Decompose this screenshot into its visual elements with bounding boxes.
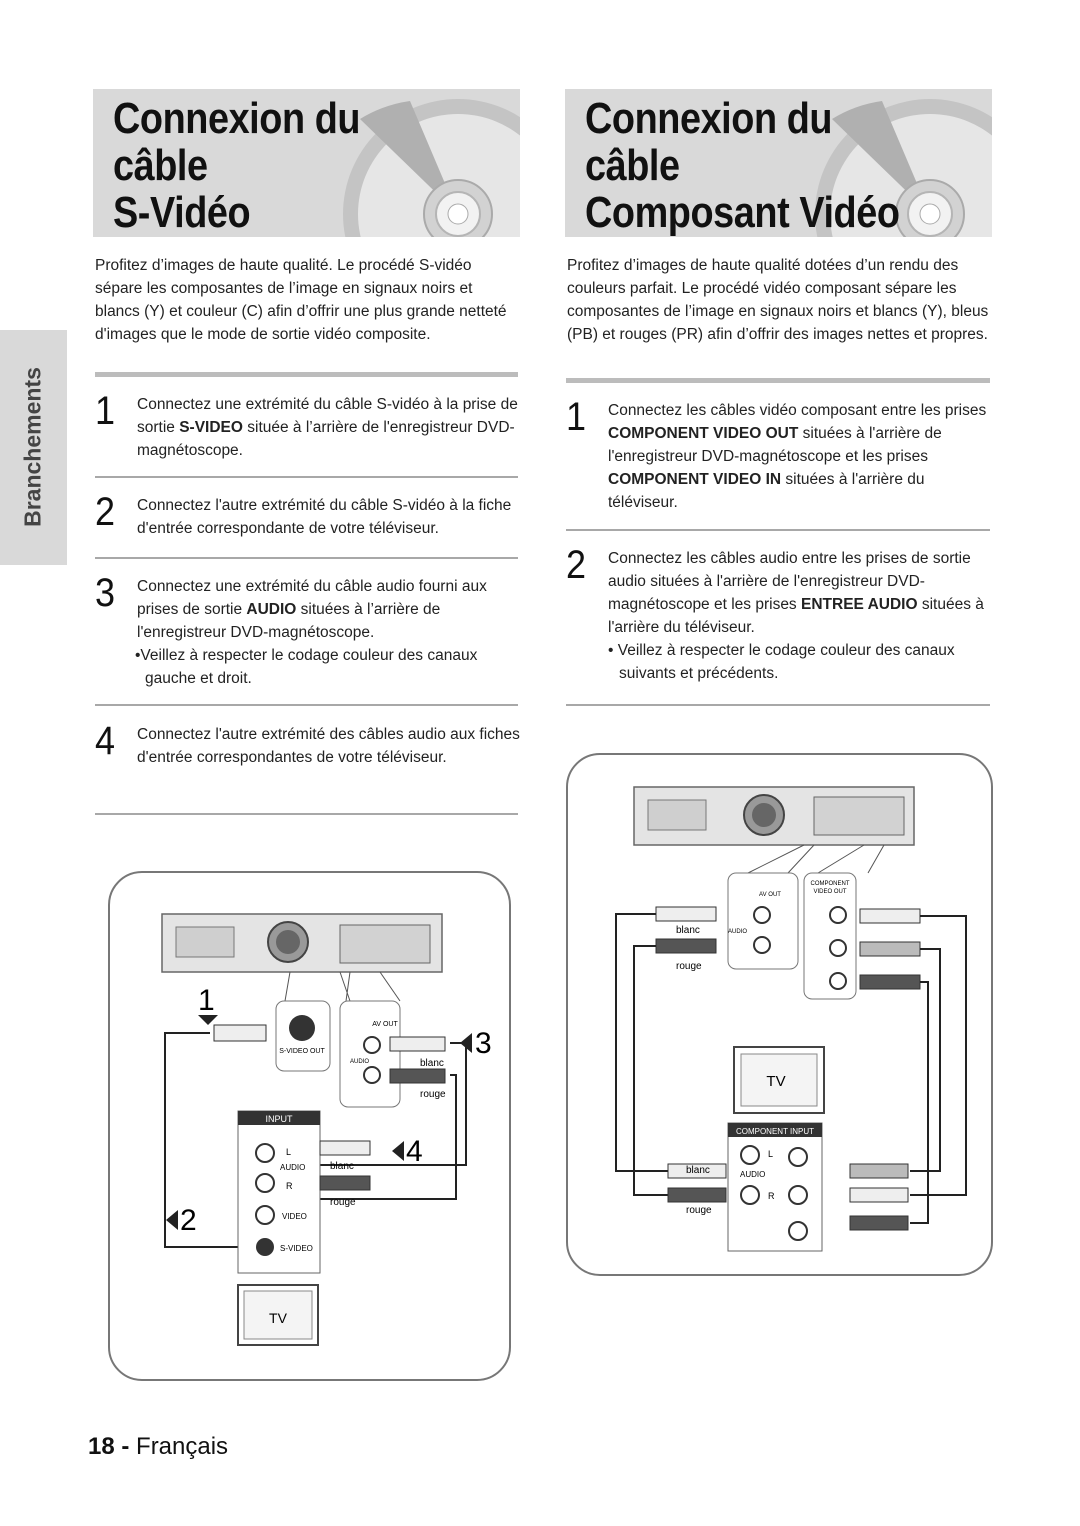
svg-text:L: L — [768, 1149, 773, 1159]
section-tab-label: Branchements — [19, 367, 46, 527]
divider — [566, 378, 990, 383]
step-text: Connectez une extrémité du câble audio f… — [137, 578, 487, 641]
divider — [95, 704, 518, 706]
step-note: •Veillez à respecter le codage couleur d… — [135, 647, 478, 687]
step-number: 1 — [95, 389, 116, 433]
svg-text:AV OUT: AV OUT — [372, 1021, 398, 1028]
step-mark-4: 4 — [406, 1135, 423, 1168]
svg-text:COMPONENT INPUT: COMPONENT INPUT — [736, 1127, 814, 1136]
step-mark-2: 2 — [180, 1204, 197, 1237]
svg-text:AUDIO: AUDIO — [280, 1163, 305, 1172]
step-number: 1 — [566, 395, 587, 439]
svg-text:blanc: blanc — [686, 1165, 710, 1176]
svg-text:VIDEO: VIDEO — [282, 1212, 307, 1221]
svg-text:L: L — [286, 1147, 291, 1157]
s-video-connection-diagram: S-VIDEO OUT AV OUT AUDIO 1 3 4 2 blanc r… — [108, 871, 511, 1381]
svg-text:INPUT: INPUT — [266, 1114, 294, 1124]
section-tab: Branchements — [0, 330, 67, 565]
step-number: 3 — [95, 571, 116, 615]
svg-text:AUDIO: AUDIO — [740, 1170, 765, 1179]
step-text: Connectez les câbles vidéo composant ent… — [608, 402, 987, 511]
page-footer: 18 - Français — [88, 1433, 228, 1461]
divider — [95, 813, 518, 815]
step-number: 2 — [566, 543, 587, 587]
divider — [566, 529, 990, 531]
right-intro: Profitez d’images de haute qualité dotée… — [567, 257, 989, 343]
step-mark-1: 1 — [198, 984, 215, 1017]
svg-text:blanc: blanc — [676, 925, 700, 936]
divider — [95, 557, 518, 559]
step-text: Connectez l'autre extrémité du câble S-v… — [137, 497, 512, 537]
svg-text:TV: TV — [766, 1073, 785, 1090]
svg-text:AUDIO: AUDIO — [728, 929, 747, 935]
step-note: • Veillez à respecter le codage couleur … — [608, 642, 955, 682]
svg-text:VIDEO OUT: VIDEO OUT — [813, 889, 846, 895]
divider — [95, 372, 518, 377]
svg-text:rouge: rouge — [676, 961, 702, 972]
svg-text:S-VIDEO OUT: S-VIDEO OUT — [279, 1048, 325, 1055]
step-mark-3: 3 — [475, 1027, 492, 1060]
svg-text:AV OUT: AV OUT — [759, 892, 781, 898]
svg-text:AUDIO: AUDIO — [350, 1059, 369, 1065]
divider — [566, 704, 990, 706]
step-text: Connectez une extrémité du câble S-vidéo… — [137, 396, 518, 459]
divider — [95, 476, 518, 478]
svg-text:COMPONENT: COMPONENT — [811, 881, 850, 887]
svg-text:TV: TV — [269, 1310, 288, 1326]
svg-text:rouge: rouge — [420, 1089, 446, 1100]
step-number: 4 — [95, 719, 116, 763]
svg-text:rouge: rouge — [686, 1205, 712, 1216]
step-number: 2 — [95, 490, 116, 534]
step-text: Connectez les câbles audio entre les pri… — [608, 550, 984, 636]
svg-text:R: R — [768, 1191, 775, 1201]
step-text: Connectez l'autre extrémité des câbles a… — [137, 726, 520, 766]
page-number: 18 - — [88, 1433, 130, 1460]
page-language: Français — [136, 1433, 229, 1460]
svg-text:blanc: blanc — [330, 1161, 354, 1172]
svg-text:blanc: blanc — [420, 1058, 444, 1069]
component-video-connection-diagram: AV OUT AUDIO COMPONENT VIDEO OUT blanc r… — [566, 753, 993, 1276]
svg-text:R: R — [286, 1181, 293, 1191]
left-intro: Profitez d’images de haute qualité. Le p… — [95, 257, 507, 343]
disc-icon — [815, 99, 992, 237]
disc-icon — [343, 99, 520, 237]
svg-text:rouge: rouge — [330, 1197, 356, 1208]
svg-text:S-VIDEO: S-VIDEO — [280, 1244, 313, 1253]
